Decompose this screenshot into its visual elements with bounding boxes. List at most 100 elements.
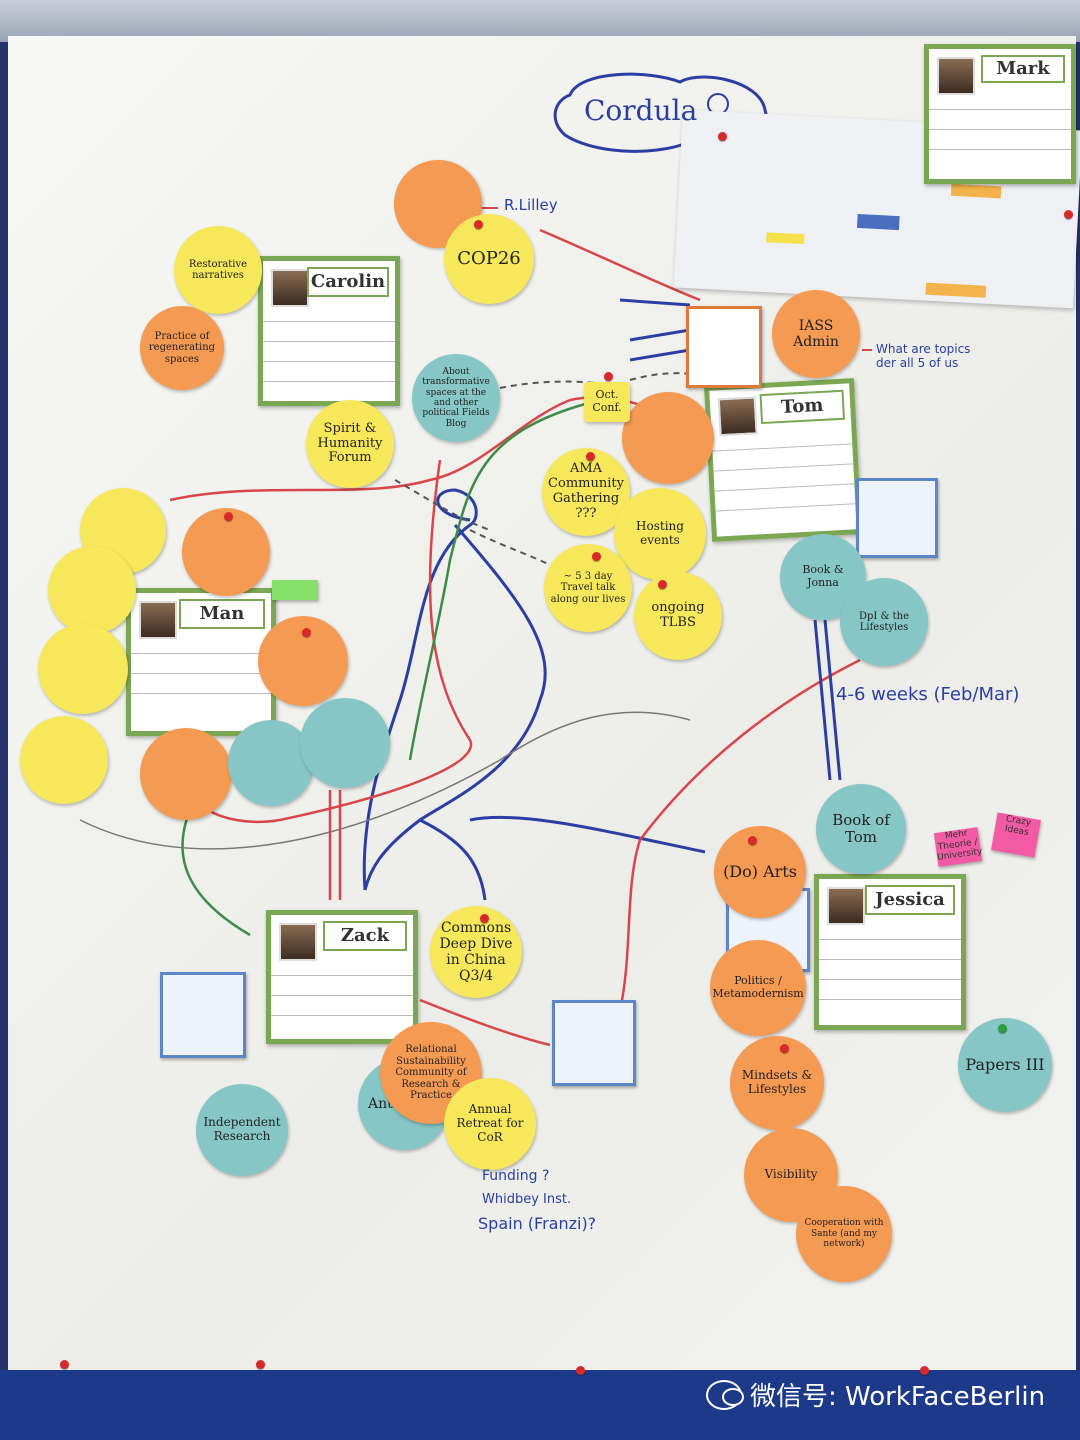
card-rule <box>263 381 395 382</box>
card-rule <box>271 975 413 976</box>
circle-independent-research: Independent Research <box>196 1084 288 1176</box>
figure-blue-left <box>420 820 485 900</box>
circle-three-day: ~ 5 3 day Travel talk along our lives <box>544 544 632 632</box>
label-funding: Funding ? <box>482 1168 549 1184</box>
pin <box>592 552 601 561</box>
circle-arts: (Do) Arts <box>714 826 806 918</box>
circle-politics-metamodernism: Politics / Metamodernism <box>710 940 806 1036</box>
card-rule <box>131 673 271 674</box>
card-rule <box>131 653 271 654</box>
card-rule <box>715 483 855 491</box>
watermark-text: 微信号: WorkFaceBerlin <box>750 1376 1045 1413</box>
pin <box>920 1366 929 1375</box>
circle-regenerating: Practice of regenerating spaces <box>140 306 224 390</box>
circle-dpi: DpI & the Lifestyles <box>840 578 928 666</box>
circle-book-of-tom: Book of Tom <box>816 784 906 874</box>
card-name: Mark <box>981 55 1065 83</box>
label-what-are-topics: What are topics der all 5 of us <box>876 342 986 370</box>
profile-card-mark: Mark <box>924 44 1076 184</box>
figure-blue <box>364 490 476 890</box>
pin <box>256 1360 265 1369</box>
pin <box>718 132 727 141</box>
avatar <box>937 57 975 95</box>
profile-card-tom: Tom <box>704 378 862 542</box>
card-rule <box>271 1015 413 1016</box>
card-rule <box>929 149 1071 150</box>
circle-man-4 <box>38 624 128 714</box>
blue-arrows <box>620 300 690 360</box>
figure-blue-right <box>470 817 705 852</box>
card-rule <box>713 463 853 471</box>
circle-iass-admin: IASS Admin <box>772 290 860 378</box>
pin <box>748 836 757 845</box>
avatar <box>279 923 317 961</box>
pin <box>780 1044 789 1053</box>
circle-restorative: Restorative narratives <box>174 226 262 314</box>
pin <box>224 512 233 521</box>
pin <box>60 1360 69 1369</box>
pin <box>658 580 667 589</box>
printout-node-yellow <box>766 232 804 244</box>
pin <box>576 1366 585 1375</box>
card-rule <box>263 361 395 362</box>
card-rule <box>819 939 961 940</box>
green-line-2 <box>183 810 251 935</box>
card-rule <box>819 959 961 960</box>
profile-card-jessica: Jessica <box>814 874 966 1030</box>
circle-cop26: COP26 <box>444 214 534 304</box>
circle-man-6 <box>20 716 108 804</box>
circle-man-2 <box>48 546 136 634</box>
card-rule <box>263 321 395 322</box>
circle-transformative: About transformative spaces at the and o… <box>412 354 500 442</box>
pin <box>474 220 483 229</box>
figure-blue-arm <box>365 525 545 890</box>
circle-cooperation: Cooperation with Sante (and my network) <box>796 1186 892 1282</box>
circle-man-3 <box>182 508 270 596</box>
card-rule <box>929 109 1071 110</box>
circle-mindsets-lifestyles: Mindsets & Lifestyles <box>730 1036 824 1130</box>
circle-man-7 <box>140 728 232 820</box>
circle-man-9 <box>300 698 390 788</box>
card-name: Tom <box>760 390 845 424</box>
avatar <box>139 601 177 639</box>
printout-node-orange-2 <box>926 283 987 298</box>
profile-card-carolin: Carolin <box>258 256 400 406</box>
card-rule <box>819 999 961 1000</box>
avatar <box>271 269 309 307</box>
label-whidbey: Whidbey Inst. <box>482 1192 571 1207</box>
avatar <box>827 887 865 925</box>
circle-hosting-events: Hosting events <box>614 488 706 580</box>
card-rule <box>716 503 856 511</box>
printout-node-orange <box>951 184 1002 199</box>
pin <box>480 914 489 923</box>
pin <box>1064 210 1073 219</box>
card-name: Man <box>179 599 265 629</box>
pin <box>604 372 613 381</box>
profile-card-man: Man <box>126 588 276 736</box>
wechat-icon <box>706 1380 742 1410</box>
small-card-top-notes <box>686 306 762 388</box>
sticky-note-green <box>272 580 318 600</box>
small-card-tom-notes <box>856 478 938 558</box>
card-rule <box>131 693 271 694</box>
card-rule <box>271 995 413 996</box>
card-rule <box>263 341 395 342</box>
wechat-watermark: 微信号: WorkFaceBerlin <box>706 1376 1045 1413</box>
sticky-note-pink: Mehr Theorie / University <box>934 827 982 867</box>
avatar <box>718 396 758 436</box>
small-card-zack-notes <box>160 972 246 1058</box>
card-name: Zack <box>323 921 407 951</box>
label-r-lilley: R.Lilley <box>504 196 558 214</box>
card-rule <box>929 129 1071 130</box>
card-rule <box>819 979 961 980</box>
sticky-note-pink-2: Crazy Ideas <box>991 812 1041 857</box>
circle-annual-retreat: Annual Retreat for CoR <box>444 1078 536 1170</box>
note-oct-conf: Oct. Conf. <box>584 382 630 422</box>
circle-visibility-public <box>622 392 714 484</box>
cordula-label: Cordula <box>584 94 697 127</box>
circle-spirit-humanity: Spirit & Humanity Forum <box>306 400 394 488</box>
circle-commons-deep-dive: Commons Deep Dive in China Q3/4 <box>430 906 522 998</box>
card-name: Carolin <box>307 267 389 297</box>
pin <box>998 1024 1007 1033</box>
